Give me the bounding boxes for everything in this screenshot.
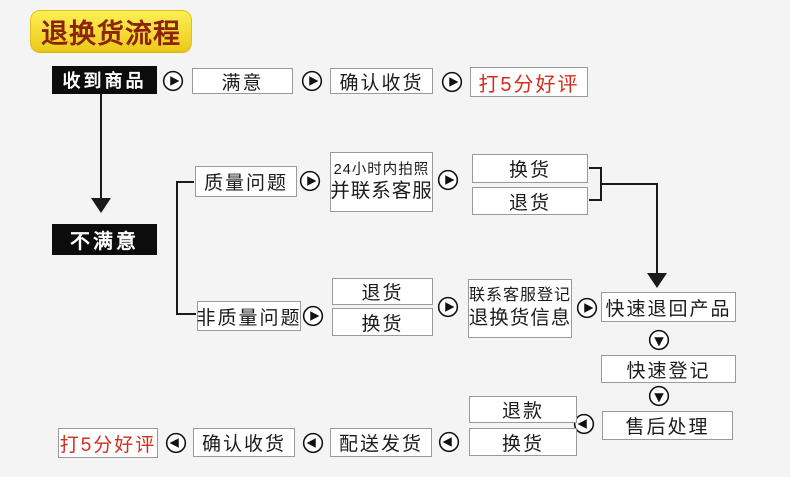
connector-line [176,181,178,315]
node-satisfied: 满意 [192,68,293,94]
arrow-right-icon [437,169,459,191]
node-refund: 退款 [469,396,577,423]
connector-line [656,183,658,273]
arrow-right-icon [301,70,323,92]
node-line: 24小时内拍照 [333,161,430,178]
node-line: 联系客服登记 [469,287,572,305]
arrow-right-icon [302,305,324,327]
arrow-left-icon [302,432,324,454]
connector-line [589,167,601,169]
node-fast-return-product: 快速退回产品 [601,292,736,322]
node-return-quality: 退货 [472,187,588,215]
connector-line [176,313,196,315]
connector-line [589,199,601,201]
arrow-left-icon [438,431,460,453]
node-quality-issue: 质量问题 [195,166,297,197]
node-unsatisfied: 不满意 [52,224,157,255]
arrow-right-icon [441,71,463,93]
node-delivery-shipping: 配送发货 [330,428,432,457]
arrow-left-icon [573,413,595,435]
node-after-sales-processing: 售后处理 [602,411,733,440]
node-return-nonquality: 退货 [332,278,433,305]
arrowhead-down [647,273,667,288]
connector-line [176,181,194,183]
node-five-star-review-top: 打5分好评 [470,67,588,97]
node-line: 退换货信息 [468,307,572,330]
arrow-down-icon [648,385,670,407]
arrow-right-icon [162,70,184,92]
connector-line [601,183,658,185]
node-confirm-receipt-top: 确认收货 [330,68,433,94]
connector-line [100,94,102,198]
arrow-down-icon [648,329,670,351]
arrow-right-icon [299,170,321,192]
node-non-quality-issue: 非质量问题 [197,301,301,331]
node-exchange-bottom: 换货 [469,428,577,456]
node-received-goods: 收到商品 [52,66,157,94]
node-photo-24h-contact-service: 24小时内拍照 并联系客服 [330,152,433,212]
node-confirm-receipt-bottom: 确认收货 [193,428,295,457]
node-contact-service-register: 联系客服登记 退换货信息 [468,279,572,338]
arrowhead-down [91,198,111,213]
node-five-star-review-bottom: 打5分好评 [58,428,158,458]
arrow-right-icon [576,297,598,319]
arrow-right-icon [437,296,459,318]
page-title: 退换货流程 [30,10,192,52]
node-fast-register: 快速登记 [601,355,736,383]
node-exchange-quality: 换货 [472,154,588,183]
arrow-left-icon [165,432,187,454]
node-line: 并联系客服 [330,179,433,202]
node-exchange-nonquality: 换货 [332,308,433,336]
